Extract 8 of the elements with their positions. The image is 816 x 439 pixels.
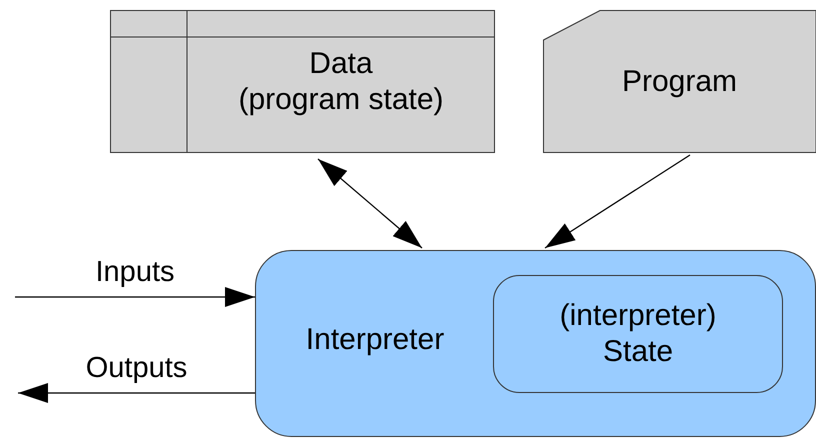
node-label: Interpreter bbox=[306, 322, 444, 358]
arrow bbox=[15, 287, 255, 307]
arrow bbox=[544, 154, 690, 248]
node-label: (interpreter) State bbox=[560, 298, 716, 370]
node-label: Data (program state) bbox=[238, 46, 444, 118]
node-label: Program bbox=[622, 64, 738, 100]
arrow bbox=[318, 158, 422, 248]
arrow bbox=[18, 383, 255, 403]
